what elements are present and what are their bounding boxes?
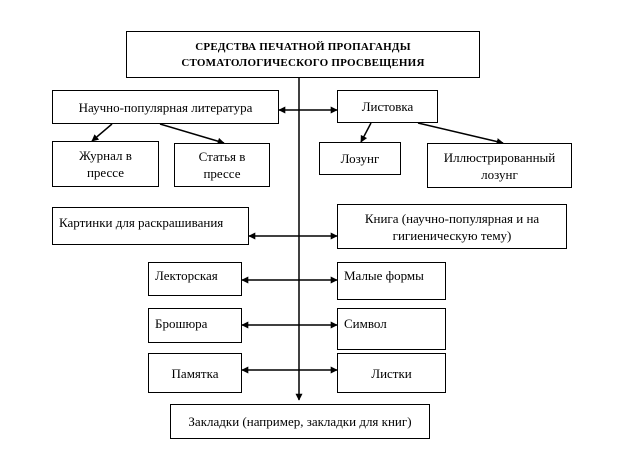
- node-symbol: Символ: [337, 308, 446, 350]
- node-small-forms: Малые формы: [337, 262, 446, 300]
- connector-literature-article: [159, 123, 225, 145]
- node-book: Книга (научно-популярная и на гигиеничес…: [337, 204, 567, 249]
- node-lecture: Лекторская: [148, 262, 242, 296]
- node-popular-literature: Научно-популярная литература: [52, 90, 279, 124]
- node-article: Статья в прессе: [174, 143, 270, 187]
- diagram-title: СРЕДСТВА ПЕЧАТНОЙ ПРОПАГАНДЫ СТОМАТОЛОГИ…: [126, 31, 480, 78]
- node-journal: Журнал в прессе: [52, 141, 159, 187]
- node-memo: Памятка: [148, 353, 242, 393]
- node-slogan: Лозунг: [319, 142, 401, 175]
- node-coloring-pictures: Картинки для раскрашивания: [52, 207, 249, 245]
- connector-leaflet-illustrated: [417, 122, 504, 145]
- node-sheets: Листки: [337, 353, 446, 393]
- connector-literature-journal: [91, 123, 113, 142]
- node-brochure: Брошюра: [148, 308, 242, 343]
- node-leaflet: Листовка: [337, 90, 438, 123]
- connector-leaflet-slogan: [360, 122, 372, 143]
- node-bookmarks: Закладки (например, закладки для книг): [170, 404, 430, 439]
- node-illustrated-slogan: Иллюстрированный лозунг: [427, 143, 572, 188]
